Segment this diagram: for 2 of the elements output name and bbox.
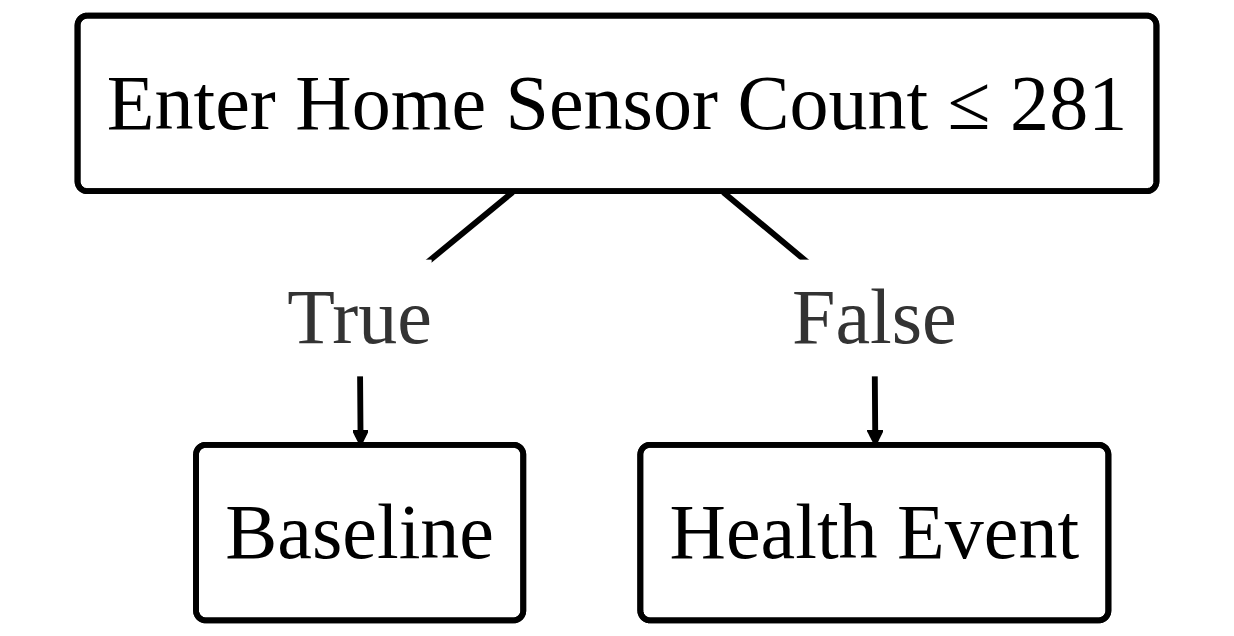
edge-label: False bbox=[791, 273, 957, 361]
edge-label: True bbox=[287, 273, 432, 361]
